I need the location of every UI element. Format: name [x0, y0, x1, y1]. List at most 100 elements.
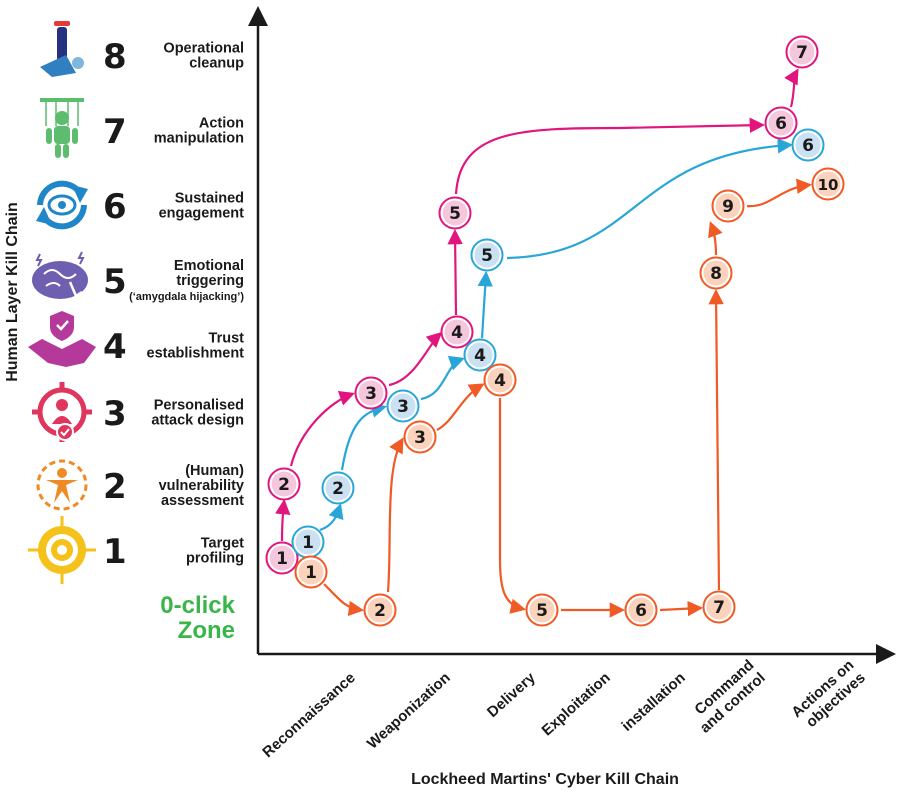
human-stage-label: Sustained: [175, 191, 244, 207]
human-stage-label: triggering: [176, 273, 244, 289]
pink-path-connectors: [275, 68, 799, 542]
pink-path-node-1: 1: [265, 541, 299, 575]
engagement-cycle-icon: [36, 180, 88, 230]
cyber-stage-label: Weaponization: [364, 669, 454, 752]
orange-path-node-10: 10: [811, 167, 845, 201]
orange-path-node-6: 6: [624, 593, 658, 627]
pink-path-node-3: 3: [354, 376, 388, 410]
svg-text:4: 4: [451, 323, 463, 343]
orange-path-node-9: 9: [711, 189, 745, 223]
orange-path-arrow: [708, 221, 723, 256]
x-axis-title: Lockheed Martins' Cyber Kill Chain: [411, 771, 679, 788]
pink-path-arrow: [784, 68, 799, 108]
orange-path-arrow: [746, 178, 813, 208]
svg-text:3: 3: [414, 428, 426, 448]
blue-path-node-3: 3: [386, 389, 420, 423]
pink-path-node-7: 7: [785, 35, 819, 69]
svg-text:9: 9: [722, 197, 734, 217]
human-stage-number: 7: [103, 112, 127, 152]
orange-path-arrow: [386, 437, 404, 593]
svg-text:3: 3: [397, 397, 409, 417]
svg-text:5: 5: [449, 204, 461, 224]
human-stage-label: Trust: [209, 331, 245, 347]
svg-text:4: 4: [494, 371, 506, 391]
orange-path-arrow: [659, 600, 704, 617]
svg-text:4: 4: [474, 346, 486, 366]
pink-path-arrow: [388, 331, 443, 387]
human-stage-label: establishment: [147, 346, 245, 362]
human-stage-label: engagement: [159, 206, 245, 222]
orange-path-node-8: 8: [699, 256, 733, 290]
human-stage-number: 1: [103, 532, 127, 572]
blue-path-connectors: [319, 138, 794, 532]
svg-text:1: 1: [276, 549, 288, 569]
blue-path-node-1: 1: [291, 525, 325, 559]
zero-click-zone-line2: Zone: [178, 617, 235, 644]
pink-path-arrow: [275, 498, 291, 542]
orange-path-connectors: [323, 178, 813, 618]
blue-path-node-4: 4: [463, 338, 497, 372]
cyber-stage-label: Delivery: [484, 669, 539, 721]
svg-text:7: 7: [796, 43, 808, 63]
human-stage-label: assessment: [161, 493, 244, 509]
pink-path-node-6: 6: [764, 106, 798, 140]
orange-path-node-2: 2: [363, 593, 397, 627]
svg-text:1: 1: [305, 563, 317, 583]
human-stage-label: attack design: [151, 413, 244, 429]
svg-text:8: 8: [710, 264, 722, 284]
orange-path-arrow: [708, 288, 724, 591]
human-stage-label: profiling: [186, 551, 244, 567]
orange-path-node-5: 5: [525, 593, 559, 627]
svg-text:2: 2: [374, 601, 386, 621]
human-stage-label: Emotional: [174, 258, 244, 274]
human-stage-label: Action: [199, 116, 244, 132]
human-stage-number: 5: [103, 262, 127, 302]
human-stage-label: (Human): [185, 463, 244, 479]
blue-path-node-2: 2: [321, 471, 355, 505]
svg-text:7: 7: [713, 598, 725, 618]
svg-text:Reconnaissance: Reconnaissance: [259, 669, 358, 761]
orange-path-node-4: 4: [483, 363, 517, 397]
orange-path-node-3: 3: [403, 420, 437, 454]
human-stage-number: 6: [103, 187, 127, 227]
orange-path-node-1: 1: [294, 555, 328, 589]
human-stage-label: Target: [201, 536, 244, 552]
connector-layer: [275, 68, 813, 618]
pink-path-arrow: [447, 228, 463, 316]
human-stage-number: 2: [103, 467, 127, 507]
human-stage-number: 8: [103, 37, 127, 77]
svg-text:5: 5: [481, 246, 493, 266]
orange-path-node-7: 7: [702, 590, 736, 624]
human-stage-label: vulnerability: [159, 478, 244, 494]
human-stage-number: 3: [103, 394, 127, 434]
blue-path-node-5: 5: [470, 238, 504, 272]
svg-text:Delivery: Delivery: [484, 669, 539, 721]
svg-text:3: 3: [365, 384, 377, 404]
pink-path-arrow: [454, 117, 766, 195]
orange-path-arrow: [498, 398, 527, 614]
puppet-icon: [40, 98, 84, 158]
blue-path-arrow: [506, 138, 794, 260]
svg-text:2: 2: [278, 475, 290, 495]
svg-text:5: 5: [536, 601, 548, 621]
human-stage-label: (‘amygdala hijacking’): [129, 291, 244, 303]
svg-text:1: 1: [302, 533, 314, 553]
svg-text:6: 6: [775, 114, 787, 134]
zero-click-zone-line1: 0-click: [160, 592, 235, 619]
human-stage-label: Personalised: [154, 398, 244, 414]
cyber-stage-label: Reconnaissance: [259, 669, 358, 761]
orange-path-arrow: [436, 383, 485, 431]
brain-icon: [32, 251, 88, 299]
vulnerable-person-icon: [36, 459, 88, 511]
blue-path-arrow: [319, 503, 344, 532]
